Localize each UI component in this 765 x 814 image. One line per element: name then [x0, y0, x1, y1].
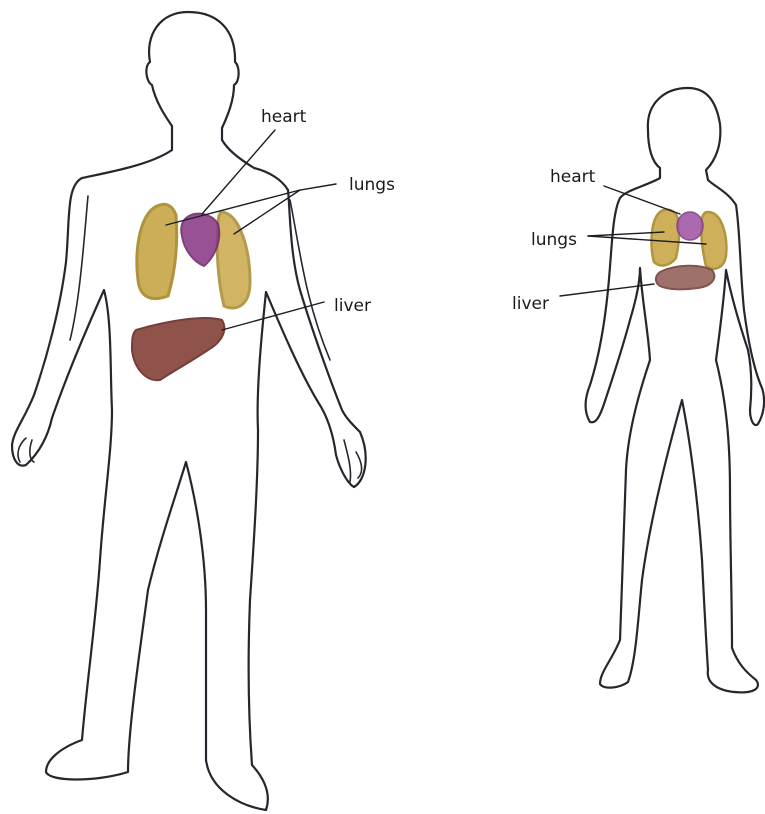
female-heart	[677, 212, 703, 240]
female-liver-label: liver	[512, 294, 549, 314]
female-heart-label: heart	[550, 167, 596, 187]
male-lungs-leader-a	[166, 184, 336, 225]
female-liver	[656, 266, 714, 290]
male-heart-label: heart	[261, 107, 307, 127]
male-left-lung	[137, 204, 177, 298]
male-lungs-label: lungs	[349, 175, 395, 195]
male-left-hand	[18, 438, 34, 462]
male-body-outline	[12, 12, 366, 810]
male-liver-label: liver	[334, 296, 371, 316]
female-lungs-label: lungs	[531, 230, 577, 250]
male-right-hand	[344, 440, 362, 482]
female-right-lung	[701, 212, 726, 269]
male-liver	[132, 318, 224, 380]
male-figure: heart lungs liver	[12, 12, 395, 810]
male-heart	[181, 214, 219, 266]
female-figure: heart lungs liver	[512, 88, 764, 692]
female-body-outline	[586, 88, 765, 692]
male-right-arm-inner-line	[290, 200, 330, 360]
male-left-arm-inner-line	[70, 196, 88, 340]
female-left-lung	[652, 210, 679, 266]
